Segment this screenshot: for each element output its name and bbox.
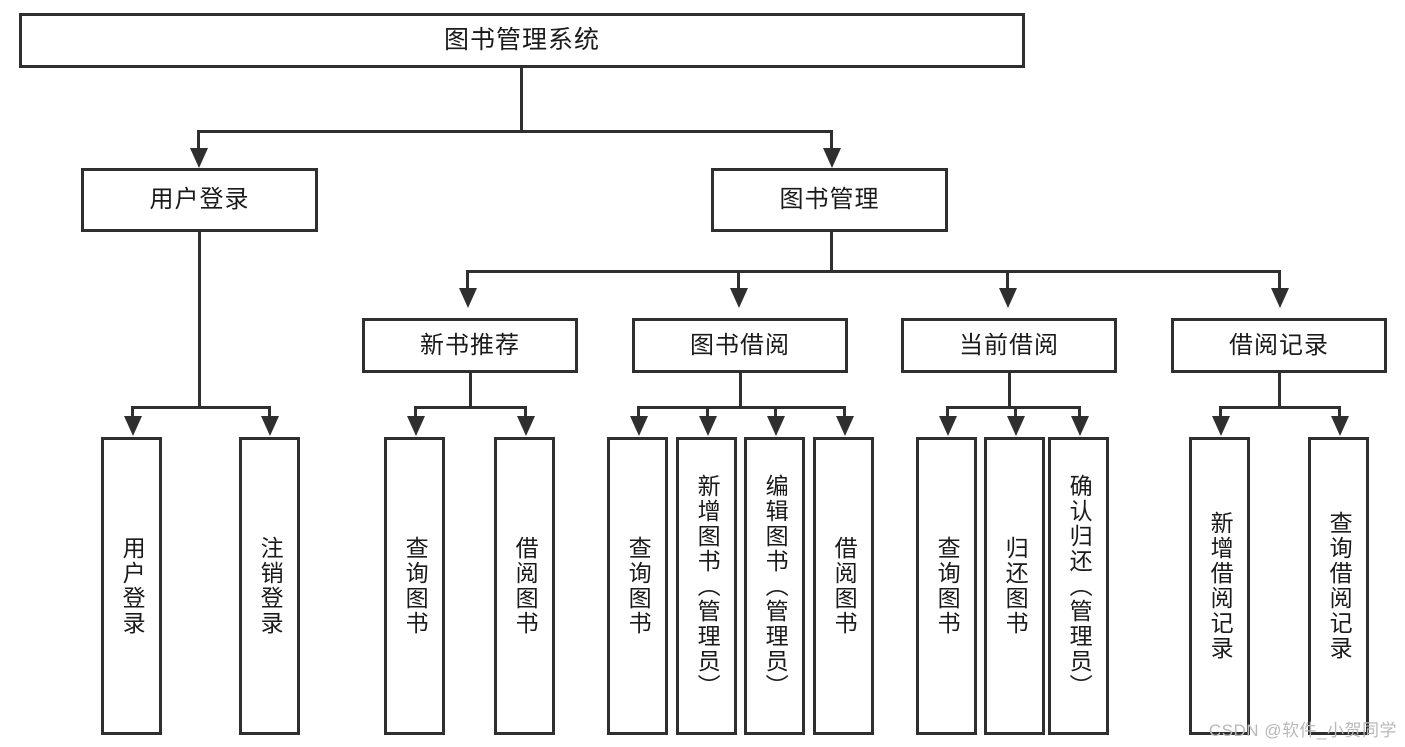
edge-user-login-bus [131, 406, 270, 409]
edge-borrow-record-stem [1278, 373, 1281, 408]
watermark-text: CSDN @软件_小贺同学 [1208, 721, 1397, 740]
node-label: 查询图书 [625, 536, 652, 636]
node-leaf-current-borrow-return[interactable]: 归还图书 [984, 437, 1045, 735]
edge-root-bus [197, 130, 833, 133]
node-leaf-borrow-record-query[interactable]: 查询借阅记录 [1308, 437, 1369, 735]
node-label: 查询借阅记录 [1326, 511, 1353, 661]
edge-new-book-bus [414, 406, 527, 409]
edge-user-login-stem [198, 232, 201, 408]
node-label: 注销登录 [257, 536, 284, 636]
edge-book-borrow-bus [637, 406, 846, 409]
arrow-book-borrow-to-leaf-3 [767, 416, 785, 436]
node-leaf-user-login-logout[interactable]: 注销登录 [239, 437, 300, 735]
node-leaf-new-book-query[interactable]: 查询图书 [384, 437, 445, 735]
node-label: 图书借阅 [690, 331, 790, 359]
arrow-new-book-to-leaf-2 [517, 416, 535, 436]
edge-root-to-user-login [197, 130, 200, 151]
node-label: 确认归还（管理员） [1066, 473, 1093, 699]
node-label: 查询图书 [934, 536, 961, 636]
node-leaf-book-borrow-edit[interactable]: 编辑图书（管理员） [744, 437, 805, 735]
edge-book-borrow-stem [739, 373, 742, 408]
arrow-book-borrow-to-leaf-4 [836, 416, 854, 436]
edge-root-stem [520, 68, 523, 130]
edge-book-borrow-to-leaf-2 [706, 406, 709, 420]
arrow-current-borrow-to-leaf-1 [939, 416, 957, 436]
edge-book-borrow-to-leaf-1 [637, 406, 640, 420]
arrow-book-mgmt-to-c2 [730, 288, 748, 308]
node-leaf-user-login-login[interactable]: 用户登录 [101, 437, 162, 735]
edge-book-mgmt-to-c3 [1006, 270, 1009, 291]
node-book-management[interactable]: 图书管理 [711, 168, 948, 232]
node-label: 新增图书（管理员） [694, 473, 721, 699]
node-label: 查询图书 [402, 536, 429, 636]
node-user-login[interactable]: 用户登录 [81, 168, 318, 232]
node-label: 用户登录 [149, 186, 250, 213]
edge-current-borrow-bus [946, 406, 1080, 409]
arrow-new-book-to-leaf-1 [407, 416, 425, 436]
edge-root-to-book-mgmt [830, 130, 833, 151]
node-label: 用户登录 [119, 536, 146, 636]
arrow-user-login-to-leaf-1 [124, 416, 142, 436]
edge-current-borrow-to-leaf-3 [1078, 406, 1081, 420]
node-label: 借阅记录 [1229, 331, 1329, 359]
edge-book-mgmt-to-c2 [737, 270, 740, 291]
edge-book-mgmt-to-c4 [1278, 270, 1281, 291]
arrow-book-mgmt-to-c4 [1271, 288, 1289, 308]
arrow-borrow-record-to-leaf-1 [1212, 416, 1230, 436]
arrow-book-borrow-to-leaf-1 [630, 416, 648, 436]
node-label: 借阅图书 [831, 536, 858, 636]
arrow-current-borrow-to-leaf-2 [1007, 416, 1025, 436]
arrow-borrow-record-to-leaf-2 [1331, 416, 1349, 436]
edge-current-borrow-to-leaf-2 [1014, 406, 1017, 420]
edge-book-mgmt-bus [466, 270, 1281, 273]
node-leaf-book-borrow-add[interactable]: 新增图书（管理员） [676, 437, 737, 735]
node-leaf-new-book-borrow[interactable]: 借阅图书 [494, 437, 555, 735]
edge-book-mgmt-stem [830, 232, 833, 272]
arrow-book-borrow-to-leaf-2 [699, 416, 717, 436]
node-leaf-book-borrow-borrow[interactable]: 借阅图书 [813, 437, 874, 735]
edge-book-borrow-to-leaf-4 [843, 406, 846, 420]
edge-user-login-to-leaf-2 [268, 406, 271, 420]
node-label: 图书管理 [779, 186, 880, 213]
node-book-borrow[interactable]: 图书借阅 [632, 318, 848, 373]
edge-new-book-stem [469, 373, 472, 408]
arrow-user-login-to-leaf-2 [261, 416, 279, 436]
node-root-system[interactable]: 图书管理系统 [19, 13, 1025, 68]
node-label: 当前借阅 [959, 331, 1059, 359]
node-label: 编辑图书（管理员） [762, 473, 789, 699]
node-label: 归还图书 [1002, 536, 1029, 636]
node-label: 新增借阅记录 [1207, 511, 1234, 661]
arrow-root-to-book-mgmt [823, 148, 841, 168]
node-leaf-borrow-record-add[interactable]: 新增借阅记录 [1189, 437, 1250, 735]
edge-new-book-to-leaf-1 [414, 406, 417, 420]
edge-current-borrow-to-leaf-1 [946, 406, 949, 420]
edge-user-login-to-leaf-1 [131, 406, 134, 420]
edge-current-borrow-stem [1008, 373, 1011, 408]
node-leaf-current-borrow-query[interactable]: 查询图书 [916, 437, 977, 735]
arrow-current-borrow-to-leaf-3 [1071, 416, 1089, 436]
edge-borrow-record-to-leaf-1 [1219, 406, 1222, 420]
edge-borrow-record-bus [1219, 406, 1341, 409]
edge-book-mgmt-to-c1 [466, 270, 469, 291]
node-new-book-recommend[interactable]: 新书推荐 [362, 318, 578, 373]
node-current-borrow[interactable]: 当前借阅 [901, 318, 1117, 373]
node-label: 新书推荐 [420, 331, 520, 359]
arrow-book-mgmt-to-c3 [999, 288, 1017, 308]
edge-borrow-record-to-leaf-2 [1338, 406, 1341, 420]
node-leaf-current-borrow-confirm[interactable]: 确认归还（管理员） [1048, 437, 1109, 735]
arrow-book-mgmt-to-c1 [459, 288, 477, 308]
node-leaf-book-borrow-query[interactable]: 查询图书 [607, 437, 668, 735]
edge-book-borrow-to-leaf-3 [774, 406, 777, 420]
edge-new-book-to-leaf-2 [524, 406, 527, 420]
node-borrow-record[interactable]: 借阅记录 [1171, 318, 1387, 373]
arrow-root-to-user-login [190, 148, 208, 168]
node-label: 借阅图书 [512, 536, 539, 636]
node-label: 图书管理系统 [443, 25, 600, 54]
